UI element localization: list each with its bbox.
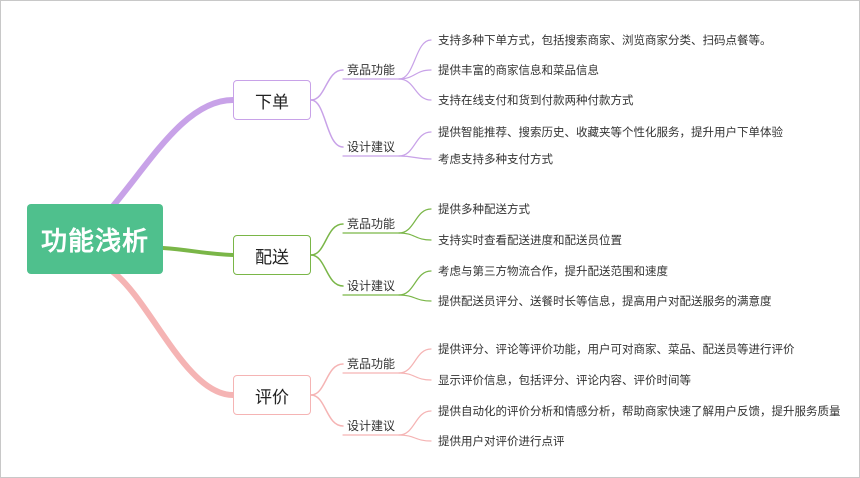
branch-connector — [310, 254, 344, 287]
leaf-connector — [398, 69, 432, 80]
leaf-item[interactable]: 提供多种配送方式 — [438, 202, 530, 216]
group-label[interactable]: 竞品功能 — [347, 63, 396, 77]
group-label[interactable]: 设计建议 — [347, 279, 396, 293]
group-label[interactable]: 设计建议 — [347, 419, 396, 433]
group-label[interactable]: 设计建议 — [347, 140, 396, 154]
leaf-connector — [398, 39, 432, 80]
branch-node-review[interactable]: 评价 — [233, 375, 311, 415]
leaf-item[interactable]: 提供丰富的商家信息和菜品信息 — [438, 63, 599, 77]
leaf-item[interactable]: 提供智能推荐、搜索历史、收藏夹等个性化服务，提升用户下单体验 — [438, 125, 783, 139]
leaf-connector — [398, 155, 432, 160]
leaf-item[interactable]: 显示评价信息，包括评分、评论内容、评价时间等 — [438, 373, 691, 387]
leaf-item[interactable]: 提供自动化的评价分析和情感分析，帮助商家快速了解用户反馈，提升服务质量 — [438, 404, 841, 418]
leaf-connector — [398, 372, 432, 381]
root-node[interactable]: 功能浅析 — [27, 204, 163, 274]
root-connector — [161, 246, 235, 257]
leaf-item[interactable]: 支持实时查看配送进度和配送员位置 — [438, 233, 622, 247]
branch-connector — [310, 363, 344, 396]
leaf-connector — [398, 131, 432, 157]
leaf-connector — [398, 294, 432, 302]
leaf-connector — [398, 270, 432, 296]
leaf-item[interactable]: 提供配送员评分、送餐时长等信息，提高用户对配送服务的满意度 — [438, 294, 772, 308]
leaf-connector — [398, 232, 432, 241]
leaf-connector — [398, 434, 432, 442]
branch-connector — [310, 394, 344, 427]
group-label[interactable]: 竞品功能 — [347, 217, 396, 231]
branch-node-order[interactable]: 下单 — [233, 80, 311, 120]
root-connector — [110, 97, 236, 209]
branch-node-delivery[interactable]: 配送 — [233, 235, 311, 275]
root-connector — [110, 269, 236, 398]
leaf-item[interactable]: 提供用户对评价进行点评 — [438, 434, 565, 448]
leaf-connector — [398, 208, 432, 234]
leaf-item[interactable]: 支持多种下单方式，包括搜索商家、浏览商家分类、扫码点餐等。 — [438, 33, 772, 47]
leaf-item[interactable]: 支持在线支付和货到付款两种付款方式 — [438, 93, 634, 107]
leaf-connector — [398, 78, 432, 101]
leaf-connector — [398, 410, 432, 436]
leaf-item[interactable]: 考虑支持多种支付方式 — [438, 152, 553, 166]
branch-connector — [310, 69, 344, 101]
leaf-item[interactable]: 考虑与第三方物流合作，提升配送范围和速度 — [438, 264, 668, 278]
group-label[interactable]: 竞品功能 — [347, 357, 396, 371]
branch-connector — [310, 99, 344, 148]
leaf-connector — [398, 348, 432, 374]
leaf-item[interactable]: 提供评分、评论等评价功能，用户可对商家、菜品、配送员等进行评价 — [438, 342, 795, 356]
branch-connector — [310, 223, 344, 256]
